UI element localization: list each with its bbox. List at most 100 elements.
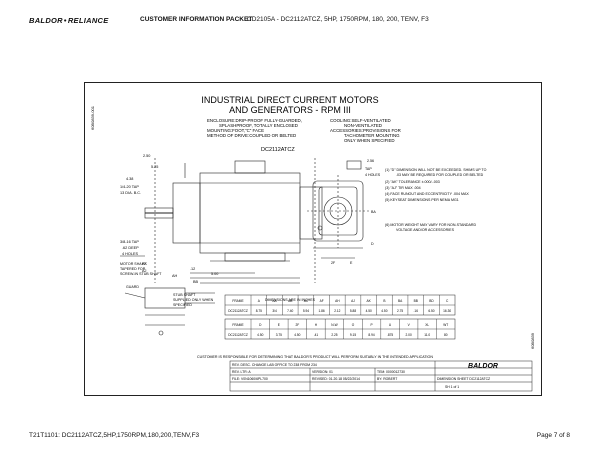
table-cell: 80 — [444, 333, 448, 337]
table-cell: 5.94 — [303, 309, 309, 313]
table-header-cell: AC — [304, 299, 309, 303]
table-cell: 3.75 — [276, 333, 282, 337]
table-header-cell: C — [446, 299, 449, 303]
drawing-sheet: 60B0839-001 60B0839 INDUSTRIAL DIRECT CU… — [84, 82, 542, 396]
table-header-cell: AB — [288, 299, 292, 303]
logo-baldor: BALDOR — [29, 16, 63, 25]
table-cell: DC2112ATCZ — [228, 309, 248, 313]
table-header-cell: FRAME — [232, 323, 243, 327]
footer-document-id: T21T1101: DC2112ATCZ,5HP,1750RPM,180,200… — [29, 432, 200, 439]
drawing-title-line2: AND GENERATORS - RPM III — [229, 105, 351, 115]
disclaimer: CUSTOMER IS RESPONSIBLE FOR DETERMINING … — [197, 355, 433, 359]
table-header-cell: AA — [272, 299, 277, 303]
end-dim-tap: TAP — [365, 167, 372, 171]
table-cell: 7.40 — [287, 309, 293, 313]
spec-left-4: METHOD OF DRIVE:COUPLED OR BELTED — [207, 133, 296, 138]
table-header-cell: AK — [367, 299, 372, 303]
table-cell: 6.50 — [428, 309, 434, 313]
end-dimensions: 2.56 TAP 4 HOLES BA 2F E D — [331, 159, 381, 265]
shaft-note-1: MOTOR SHAFT — [120, 262, 147, 266]
table-header-cell: V — [408, 323, 411, 327]
shaft-note-3: SCREW-IN STUB SHAFT — [120, 272, 162, 276]
table-header-cell: P — [370, 323, 372, 327]
logo-separator: • — [63, 16, 67, 25]
title-block-text: REV. DESC. CHANGE LAB OFFICE TO 238 FROM… — [232, 363, 490, 389]
spec-right-1: COOLING:SELF-VENTILATED — [330, 118, 391, 123]
file-name: FILE: V0N1060/6PL700 — [232, 377, 268, 381]
spec-right-5: ONLY WHEN SPECIFIED — [344, 138, 395, 143]
table-header-cell: FRAME — [232, 299, 243, 303]
table-header-cell: U — [389, 323, 392, 327]
revised-date: REVISED: 01.20.18 05/22/2014 — [312, 377, 360, 381]
title-block-logo: BALDOR — [468, 363, 498, 370]
dim-5-25: 5.25 — [151, 165, 158, 169]
dimension-drawing: 60B0839-001 60B0839 INDUSTRIAL DIRECT CU… — [90, 95, 535, 392]
end-dim-d: D — [371, 242, 374, 246]
table-header-cell: AF — [320, 299, 324, 303]
table-cell: 8.94 — [368, 333, 374, 337]
spec-right-2: NON-VENTILATED — [344, 123, 382, 128]
table-cell: .875 — [387, 333, 393, 337]
table-cell: 8.75 — [256, 309, 262, 313]
table-cell: 16.30 — [443, 309, 451, 313]
tem-number: TEM: 0000012730 — [377, 370, 405, 374]
dim-4-38: 4.38 — [126, 177, 133, 181]
company-logo: BALDOR•RELIANCE — [29, 16, 109, 25]
table-cell: DC2112ATCZ — [228, 333, 248, 337]
spec-right-4: TACHOMETER MOUNTING — [344, 133, 400, 138]
table-header-cell: BD — [429, 299, 434, 303]
end-dim-2f: 2F — [331, 261, 336, 265]
table-header-cell: B — [383, 299, 385, 303]
sheet-description: DIMENSION SHEET DC2112ATCZ — [437, 377, 490, 381]
stub-shaft-label-3: SPECIFIED — [173, 303, 192, 307]
table-header-cell: O — [352, 323, 355, 327]
table-cell: 2.75 — [397, 309, 403, 313]
table-cell: 2.00 — [406, 333, 412, 337]
note-2: (2) "AK" TOLERANCE ±.000/-.003 — [385, 180, 440, 184]
spec-right-3: ACCESSORIES:PROVISIONS FOR — [330, 128, 401, 133]
table-cell: 11.0 — [424, 333, 430, 337]
dim-tap-2: 3/8-16 TAP — [120, 240, 139, 244]
product-description: CD2105A - DC2112ATCZ, 5HP, 1750RPM, 180,… — [247, 16, 429, 23]
logo-reliance: RELIANCE — [67, 16, 109, 25]
dim-aj: AJ — [142, 269, 147, 273]
guard-label: GUARD — [126, 285, 139, 289]
table-header-cell: D — [259, 323, 262, 327]
dim-holes: 4 HOLES — [122, 252, 139, 256]
dim-bb: BB — [193, 280, 199, 284]
spec-left-1: ENCLOSURE:DRIP-PROOF FULLY-GUARDED, — [207, 118, 302, 123]
rev-letter: REV. LTR: A — [232, 370, 251, 374]
dimensions-heading: DIMENSIONS ARE IN INCHES — [265, 298, 316, 302]
table-header-cell: AJ — [351, 299, 355, 303]
table-cell: 4.50 — [381, 309, 387, 313]
side-view-drawing — [120, 158, 323, 336]
dim-2-50: 2.50 — [143, 154, 150, 158]
table-cell: .16 — [414, 309, 419, 313]
table-cell: .41 — [314, 333, 319, 337]
end-dim-ba: BA — [371, 210, 376, 214]
drawing-title-line1: INDUSTRIAL DIRECT CURRENT MOTORS — [201, 95, 378, 105]
table-header-cell: H — [315, 323, 318, 327]
note-4: (4) FACE RUNOUT AND ECCENTRICITY .004 MA… — [385, 192, 469, 196]
dim-tap-1: 1/4-20 TAP — [120, 185, 139, 189]
drawing-notes: (1) "D" DIMENSION WILL NOT BE EXCEEDED. … — [385, 168, 487, 232]
rev-description: REV. DESC. CHANGE LAB OFFICE TO 238 FROM… — [232, 363, 317, 367]
table-cell: 4.50 — [366, 309, 372, 313]
end-dim-holes: 4 HOLES — [365, 173, 381, 177]
note-1b: .03 MAY BE REQUIRED FOR COUPLED OR BELTE… — [396, 173, 484, 177]
table-header-cell: 2F — [295, 323, 299, 327]
table-header-cell: N-W — [331, 323, 337, 327]
table-cell: 3/4 — [272, 309, 277, 313]
side-id-right: 60B0839 — [530, 332, 535, 349]
side-dimensions: 2.50 5.25 4.38 1/4-20 TAP 13 DIA. B.C. 3… — [120, 154, 218, 284]
table-cell: 2.25 — [331, 333, 337, 337]
shaft-notes: MOTOR SHAFT TAPERED FOR SCREW-IN STUB SH… — [120, 262, 214, 307]
note-6: (6) MOTOR WEIGHT MAY VARY FOR NON-STANDA… — [385, 223, 477, 227]
revised-by: BY: ROBERT — [377, 377, 397, 381]
end-dim-2-56: 2.56 — [367, 159, 374, 163]
